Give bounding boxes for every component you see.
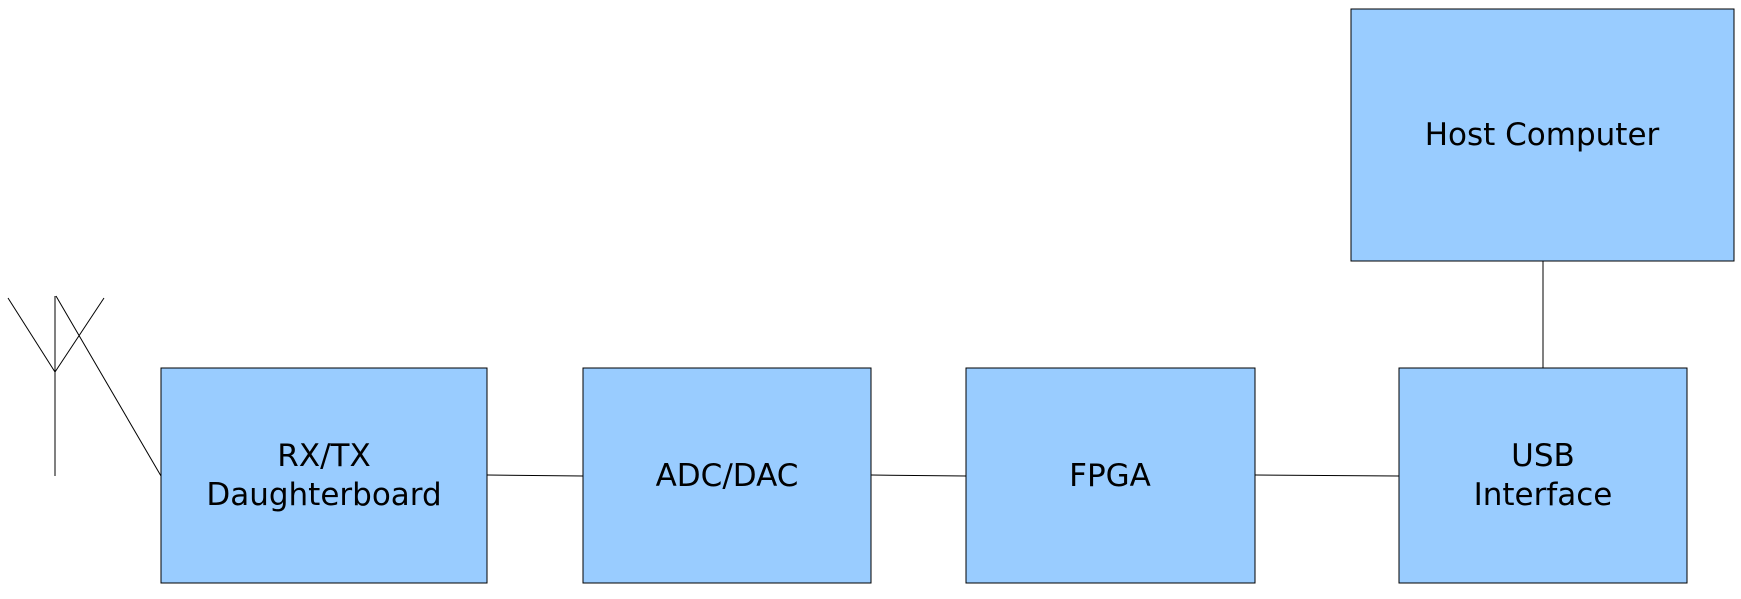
usb-interface-block: USB Interface bbox=[1398, 367, 1688, 584]
adc-dac-label: ADC/DAC bbox=[656, 458, 799, 494]
rxtx-label-line2: Daughterboard bbox=[206, 477, 441, 513]
rxtx-label-line1: RX/TX bbox=[277, 438, 370, 474]
host-computer-block: Host Computer bbox=[1350, 8, 1735, 262]
fpga-block: FPGA bbox=[965, 367, 1256, 584]
rxtx-to-adcdac-connector bbox=[486, 474, 584, 477]
rxtx-daughterboard-block: RX/TX Daughterboard bbox=[160, 367, 488, 584]
host-computer-label: Host Computer bbox=[1425, 117, 1660, 153]
adc-dac-block: ADC/DAC bbox=[582, 367, 872, 584]
adcdac-to-fpga-connector bbox=[870, 474, 967, 477]
fpga-label: FPGA bbox=[1069, 458, 1151, 494]
usb-label-line1: USB bbox=[1511, 438, 1575, 474]
usb-label-line2: Interface bbox=[1474, 477, 1613, 513]
fpga-to-usb-connector bbox=[1254, 474, 1400, 477]
antenna-to-rxtx-connector bbox=[55, 295, 162, 477]
antenna-icon bbox=[7, 296, 105, 476]
